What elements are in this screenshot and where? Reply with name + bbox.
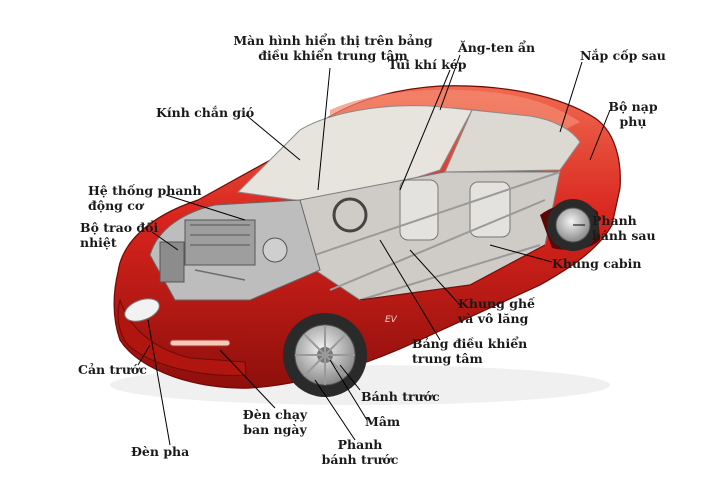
front-bumper-shape — [117, 298, 247, 376]
engine-detail — [190, 224, 250, 281]
label-center-dashboard: Bảng điều khiển trung tâm — [412, 336, 528, 366]
label-front-wheel: Bánh trước — [361, 389, 440, 404]
label-headlight: Đèn pha — [131, 444, 190, 459]
label-dashboard-display: Màn hình hiển thị trên bảng điều khiển t… — [233, 33, 433, 63]
label-windshield: Kính chắn gió — [156, 105, 255, 120]
leader-lines — [137, 54, 611, 446]
label-trunk-lid: Nắp cốp sau — [580, 48, 666, 63]
steering-wheel — [332, 197, 368, 233]
side-window-glass — [444, 109, 581, 173]
label-dual-airbag: Túi khí kép — [388, 57, 467, 72]
label-cabin-frame: Khung cabin — [552, 256, 642, 271]
windshield-glass — [236, 105, 473, 206]
label-front-brake: Phanh bánh trước — [321, 437, 399, 467]
label-hidden-antenna: Ăng-ten ẩn — [458, 40, 536, 55]
headlight-lamp — [124, 298, 160, 322]
label-heat-exchanger: Bộ trao đổi nhiệt — [80, 220, 159, 250]
label-engine-brake-system: Hệ thống phanh động cơ — [88, 183, 202, 213]
car-badge: EV — [385, 315, 398, 325]
seat-rear — [469, 181, 511, 238]
label-rim: Mâm — [365, 414, 401, 429]
door-line — [359, 244, 546, 301]
label-aux-charger: Bộ nạp phụ — [608, 99, 658, 129]
engine-block — [184, 219, 256, 266]
seat-front — [399, 179, 439, 241]
engine-pulley — [262, 237, 288, 263]
radiator — [159, 241, 185, 283]
roof-highlight — [330, 89, 580, 132]
label-seat-frame-steering: Khung ghế và vô lăng — [458, 296, 536, 326]
label-daytime-running-lights: Đèn chạy ban ngày — [242, 407, 308, 437]
label-front-bumper: Cản trước — [78, 362, 147, 377]
daytime-light-strip — [169, 339, 231, 347]
cabin-frame-tubes — [299, 171, 561, 301]
label-rear-brake: Phanh bánh sau — [592, 213, 656, 243]
front-rim-spokes — [295, 325, 355, 385]
